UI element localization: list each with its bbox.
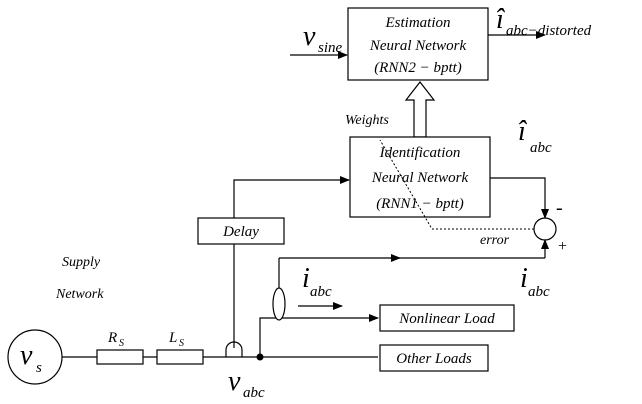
delay-to-identification-arrow [233,176,350,218]
estimation-block-title: Estimation [384,15,450,31]
weights-transfer-arrow [404,81,436,138]
identification-block-network-label: Neural Network [371,170,469,186]
nonlinear-load-block [379,304,515,332]
summing-plus-sign: + [558,238,567,255]
delay-block [197,217,285,245]
estimation-block-network-label: Neural Network [369,38,467,54]
delay-label: Delay [222,224,259,240]
sine-voltage-symbol: v [303,21,316,52]
inductor-symbol: L [168,330,177,346]
source-voltage-symbol: v [20,340,33,371]
nonlinear-load-branch [259,314,379,357]
voltage-source [7,329,63,385]
load-current-subscript: abc [310,284,332,300]
estimation-block-model-label: (RNN2 − bptt) [374,60,462,76]
estimation-neural-network-block [347,7,489,81]
summing-minus-sign: - [556,197,563,219]
weights-label: Weights [345,113,389,128]
load-current-symbol: i [302,263,310,294]
sine-voltage-subscript: sine [318,40,343,56]
crossover-hump [225,341,243,351]
error-feedback-dotted-line [379,139,534,230]
source-voltage-subscript: s [36,360,42,376]
other-loads-block [379,344,489,372]
current-sensor [272,287,286,321]
identification-neural-network-block [349,136,491,218]
inductor-subscript: S [179,338,184,349]
measured-current-subscript: abc [528,284,550,300]
estimated-current-symbol: î [496,4,506,35]
error-label: error [480,233,510,248]
measured-current-symbol: i [520,263,528,294]
supply-network-label-line1: Supply [62,255,101,270]
resistor-symbol: R [107,330,117,346]
identified-current-symbol: î [518,116,528,147]
identification-block-model-label: (RNN1 − bptt) [376,196,464,212]
identified-output-to-sum [490,177,549,219]
nonlinear-load-label: Nonlinear Load [398,311,495,327]
identified-current-subscript: abc [530,140,552,156]
resistor-rs [96,349,144,365]
pcc-voltage-subscript: abc [243,385,265,401]
identification-block-title: Identification [379,145,461,161]
estimated-current-subscript: abc−distorted [506,23,592,39]
other-loads-label: Other Loads [396,351,472,367]
pcc-voltage-symbol: v [228,366,241,397]
supply-network-label-line2: Network [55,287,104,302]
resistor-subscript: S [119,338,124,349]
inductor-ls [156,349,204,365]
summing-junction [533,217,557,241]
